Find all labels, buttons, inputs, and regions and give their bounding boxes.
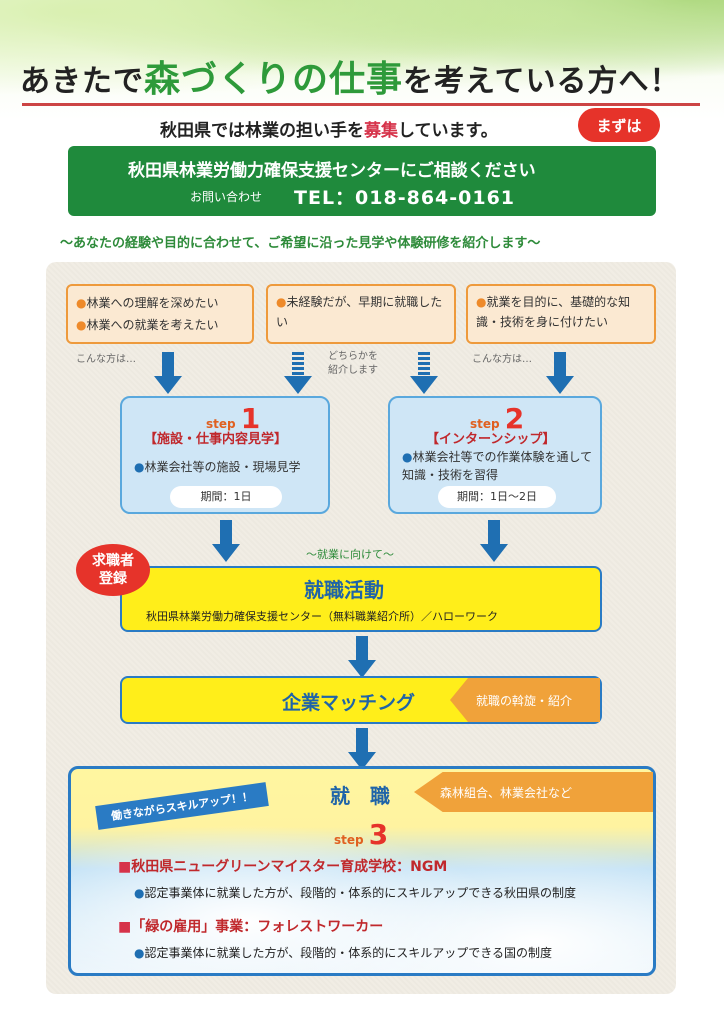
step2-period: 期間：1日～2日: [438, 486, 556, 508]
square-bullet-icon: ■: [118, 919, 132, 935]
program-2-desc: ●認定事業体に就業した方が、段階的・体系的にスキルアップできる国の制度: [134, 944, 552, 961]
headline-part-a: あきたで: [20, 64, 144, 99]
center-note-line-2: 紹介します: [328, 365, 378, 376]
employment-title: 就 職: [330, 784, 390, 808]
bullet-icon: ●: [134, 460, 145, 474]
arrow-down-icon: [348, 728, 376, 770]
step3-label: step: [334, 833, 364, 847]
program-1-title-text: 秋田県ニューグリーンマイスター育成学校：NGM: [131, 859, 448, 875]
headline: あきたで森づくりの仕事を考えている方へ！: [20, 50, 710, 102]
program-2-desc-text: 認定事業体に就業した方が、段階的・体系的にスキルアップできる国の制度: [144, 946, 553, 960]
matching-title: 企業マッチング: [282, 692, 416, 714]
step3-number: 3: [368, 818, 389, 851]
bullet-icon: ●: [276, 295, 287, 309]
arrow-down-icon: [410, 352, 438, 394]
program-1-desc: ●認定事業体に就業した方が、段階的・体系的にスキルアップできる秋田県の制度: [134, 884, 576, 901]
consult-banner: 秋田県林業労働力確保支援センターにご相談ください お問い合わせ TEL：018-…: [68, 146, 656, 216]
step2-label: step: [470, 417, 500, 431]
target-box-3: ●就業を目的に、基礎的な知識・技術を身に付けたい: [466, 284, 656, 344]
arrow-down-icon: [212, 520, 240, 562]
target-2-line-1: 未経験だが、早期に就職したい: [276, 295, 443, 329]
headline-part-b: 森づくりの仕事: [144, 58, 404, 100]
recruit-text-a: 秋田県では林業の担い手を: [160, 121, 364, 141]
job-search-box: 就職活動 秋田県林業労働力確保支援センター（無料職業紹介所）／ハローワーク: [120, 566, 602, 632]
target-3-line-1: 就業を目的に、基礎的な知識・技術を身に付けたい: [476, 295, 631, 329]
bullet-icon: ●: [476, 295, 487, 309]
bullet-icon: ●: [402, 450, 413, 464]
subtitle: ～あなたの経験や目的に合わせて、ご希望に沿った見学や体験研修を紹介します～: [60, 236, 541, 251]
headline-underline: [22, 103, 700, 106]
target-box-2: ●未経験だが、早期に就職したい: [266, 284, 456, 344]
job-search-desc: 秋田県林業労働力確保支援センター（無料職業紹介所）／ハローワーク: [146, 610, 498, 623]
target-1-line-2: 林業への就業を考えたい: [86, 318, 219, 332]
program-1-desc-text: 認定事業体に就業した方が、段階的・体系的にスキルアップできる秋田県の制度: [144, 886, 577, 900]
toward-employment: ～就業に向けて～: [306, 548, 394, 561]
bullet-icon: ●: [134, 886, 145, 900]
step1-box: step 1 【施設・仕事内容見学】 ●林業会社等の施設・現場見学 期間：1日: [120, 396, 330, 514]
step2-title: 【インターンシップ】: [426, 432, 556, 447]
center-note: どちらかを 紹介します: [328, 350, 378, 378]
square-bullet-icon: ■: [118, 859, 132, 875]
program-1-title: ■秋田県ニューグリーンマイスター育成学校：NGM: [118, 856, 447, 876]
arrow-down-icon: [480, 520, 508, 562]
bullet-icon: ●: [76, 318, 87, 332]
step1-number: 1: [240, 402, 261, 435]
program-2-title-text: 「緑の雇用」事業：フォレストワーカー: [131, 919, 384, 935]
contact-label: お問い合わせ: [190, 190, 263, 204]
target-1-note: こんな方は…: [76, 354, 136, 365]
arrow-down-icon: [154, 352, 182, 394]
registration-badge: 求職者 登録: [76, 544, 150, 596]
arrow-down-icon: [284, 352, 312, 394]
foliage-background: [0, 0, 724, 120]
consult-title: 秋田県林業労働力確保支援センターにご相談ください: [128, 161, 536, 181]
step1-item: 林業会社等の施設・現場見学: [144, 460, 301, 474]
job-search-title: 就職活動: [304, 578, 384, 602]
step1-title: 【施設・仕事内容見学】: [144, 432, 288, 447]
recruit-message: 秋田県では林業の担い手を募集しています。: [160, 116, 498, 141]
recruit-emphasis: 募集: [364, 121, 398, 141]
matching-tag: 就職の斡旋・紹介: [450, 678, 600, 722]
step1-label: step: [206, 417, 236, 431]
target-3-note: こんな方は…: [472, 354, 532, 365]
bullet-icon: ●: [134, 946, 145, 960]
target-box-1: ●林業への理解を深めたい ●林業への就業を考えたい: [66, 284, 254, 344]
step3-heading: step 3: [334, 818, 388, 851]
arrow-down-icon: [546, 352, 574, 394]
target-1-line-1: 林業への理解を深めたい: [86, 296, 219, 310]
step2-number: 2: [504, 402, 525, 435]
headline-part-c: を考えている方へ！: [403, 64, 681, 99]
center-note-line-1: どちらかを: [328, 351, 378, 362]
step2-item: 林業会社等での作業体験を通して知識・技術を習得: [402, 450, 593, 482]
phone-number[interactable]: TEL：018-864-0161: [294, 187, 516, 209]
registration-line-1: 求職者: [92, 553, 134, 569]
first-badge: まずは: [578, 108, 660, 142]
registration-line-2: 登録: [99, 571, 127, 587]
program-2-title: ■「緑の雇用」事業：フォレストワーカー: [118, 916, 383, 936]
employment-tag: 森林組合、林業会社など: [414, 772, 653, 812]
bullet-icon: ●: [76, 296, 87, 310]
recruit-text-b: しています。: [398, 121, 498, 141]
step2-box: step 2 【インターンシップ】 ●林業会社等での作業体験を通して知識・技術を…: [388, 396, 602, 514]
step1-period: 期間：1日: [170, 486, 282, 508]
arrow-down-icon: [348, 636, 376, 678]
